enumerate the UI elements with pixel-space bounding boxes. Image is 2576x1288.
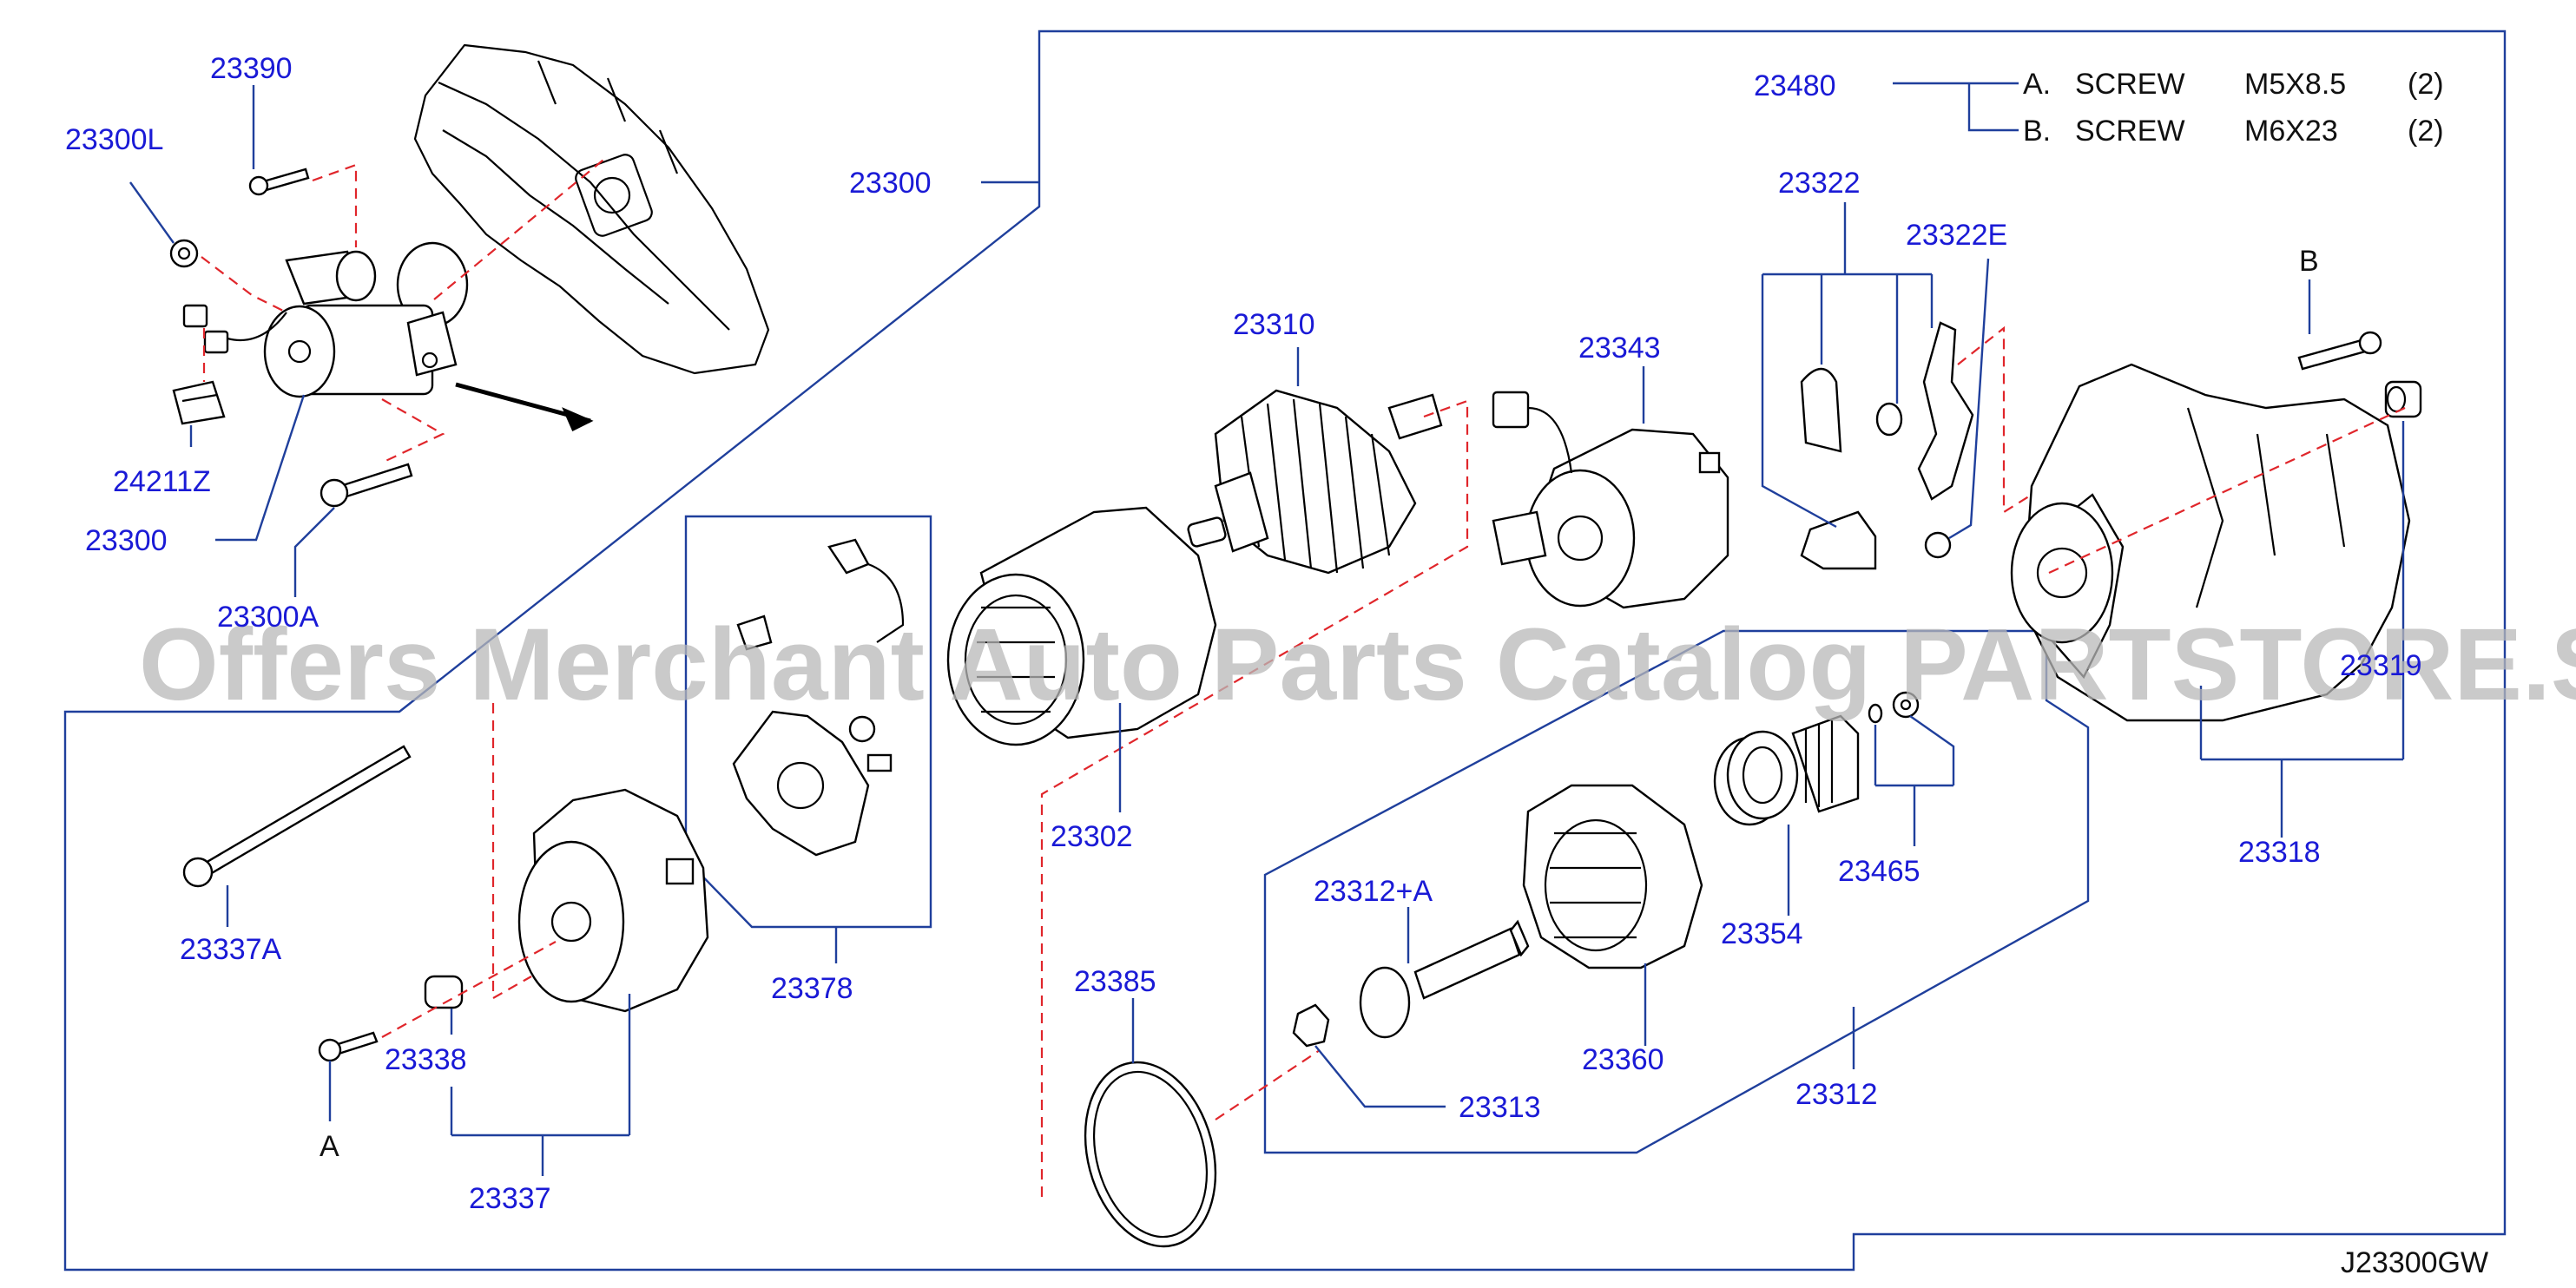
transmission-housing-illustration [413,43,770,375]
bolt-23300A [320,463,413,508]
align-line [201,256,287,313]
pinion-group-box [1263,629,2090,1154]
assembly-boundary [63,30,2507,1272]
screw-table-leader [1893,82,2019,132]
leader-23313 [1314,1045,1446,1108]
label-23343: 23343 [1578,332,1661,365]
watermark-text: Offers Merchant Auto Parts Catalog PARTS… [139,608,2576,722]
screw-table-part-number: 23480 [1754,69,1836,102]
label-23300-left: 23300 [85,524,168,557]
o-ring-23385 [1084,1061,1217,1248]
screw-a-name: SCREW [2075,68,2185,101]
pinion-shaft-23312A [1359,919,1530,1039]
starter-installed-illustration [263,241,469,398]
align-line [433,155,609,300]
bolt-b [2297,331,2382,371]
leader-23300L [129,181,175,244]
label-23312A: 23312+A [1314,875,1433,908]
label-23337: 23337 [469,1182,551,1215]
label-23302: 23302 [1051,820,1133,853]
label-23300L: 23300L [65,123,163,156]
arrow-head [562,407,594,432]
label-23337A: 23337A [180,933,282,966]
diagram-code: J23300GW [2341,1246,2488,1279]
screw-a-letter: A. [2023,68,2051,101]
screw-b-qty: (2) [2408,115,2444,148]
lever-set-23322 [1800,321,1974,570]
connector-illustration [182,304,287,354]
gear-case-23318 [2010,363,2411,722]
bolt-23390 [248,168,310,196]
screw-b-name: SCREW [2075,115,2185,148]
screw-b-letter: B. [2023,115,2051,148]
ref-letter-b: B [2299,245,2319,278]
leader-23300-left [215,394,306,542]
washer-set-23465 [1868,691,1920,724]
label-23312: 23312 [1795,1078,1878,1111]
label-23313: 23313 [1459,1091,1541,1124]
label-23322E: 23322E [1906,219,2007,252]
align-line-pinion [1215,1049,1321,1120]
armature-23310 [1187,389,1443,575]
solenoid-23343 [1492,391,1729,609]
align-line-housing [2048,407,2406,574]
align-line [312,163,358,247]
label-23354: 23354 [1721,917,1803,950]
label-23465: 23465 [1838,855,1920,888]
label-23390: 23390 [210,52,293,85]
label-23385: 23385 [1074,965,1156,998]
brush-holder-group-box [684,515,932,929]
pinion-gear-23313 [1292,1003,1330,1048]
screw-b-size: M6X23 [2244,115,2338,148]
label-23338: 23338 [385,1043,467,1076]
rear-cover-23337 [517,788,709,1013]
align-line-rear-cover [491,703,532,1000]
align-line-screw [381,941,557,1038]
cap-23338 [424,975,464,1009]
yoke-23302 [946,506,1217,746]
leader-23337 [450,994,631,1176]
screw-a-qty: (2) [2408,68,2444,101]
label-24211Z: 24211Z [113,465,211,498]
leader-23318 [2199,421,2405,838]
bushing-23319 [2384,380,2422,418]
label-23319: 23319 [2340,649,2422,682]
through-bolt-23337A [182,745,412,888]
screw-a [318,1031,379,1062]
leader-23465 [1874,715,1955,846]
leader-23322 [1761,202,1934,529]
label-23300A: 23300A [217,601,320,634]
internal-gear-23360 [1522,784,1703,969]
brush-holder-23378 [732,538,905,857]
label-23322: 23322 [1778,167,1861,200]
ref-letter-a: A [320,1130,339,1163]
clip-24211Z [172,380,226,425]
nut-23300L [169,239,199,268]
leader-23300A [293,507,335,597]
align-line-armature [1040,399,1469,1199]
align-line [381,398,445,463]
label-23378: 23378 [771,972,853,1005]
label-23310: 23310 [1233,308,1315,341]
label-23300-top: 23300 [849,167,932,200]
label-23360: 23360 [1582,1043,1664,1076]
label-23318: 23318 [2238,836,2321,869]
clutch-23354 [1713,714,1860,826]
leader-23322E [1948,258,1990,540]
screw-a-size: M5X8.5 [2244,68,2346,101]
